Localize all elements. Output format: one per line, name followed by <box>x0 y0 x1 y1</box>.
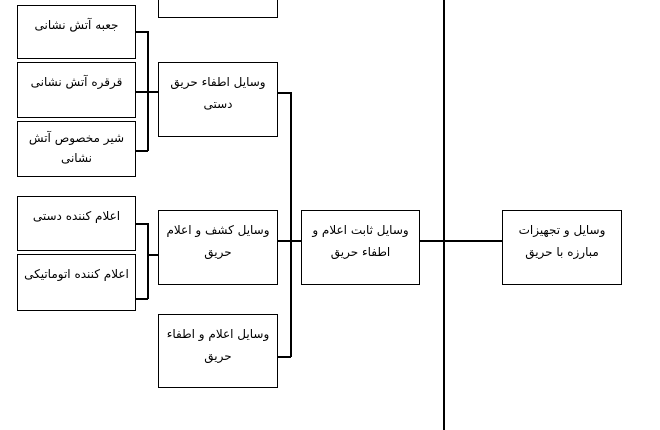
connector <box>290 92 292 357</box>
node-auto-alarm: اعلام کننده اتوماتیکی <box>17 254 136 311</box>
node-fixed: وسایل ثابت اعلام و اطفاء حریق <box>301 210 420 285</box>
top-box-partial <box>158 0 278 18</box>
node-detection: وسایل کشف و اعلام حریق <box>158 210 278 285</box>
connector <box>278 92 291 94</box>
node-fire-reel: قرقره آتش نشانی <box>17 62 136 118</box>
connector <box>147 254 158 256</box>
connector <box>136 150 148 152</box>
vertical-divider-line <box>443 0 445 430</box>
connector <box>278 240 301 242</box>
node-alarm-extinguish: وسایل اعلام و اطفاء حریق <box>158 314 278 388</box>
connector <box>136 298 148 300</box>
connector <box>147 223 149 299</box>
node-manual-extinguish: وسایل اطفاء حریق دستی <box>158 62 278 137</box>
connector <box>278 356 291 358</box>
node-root: وسایل و تجهیزات مبارزه با حریق <box>502 210 622 285</box>
connector <box>420 240 502 242</box>
connector <box>136 31 148 33</box>
node-manual-alarm: اعلام کننده دستی <box>17 196 136 251</box>
node-fire-valve: شیر مخصوص آتش نشانی <box>17 121 136 177</box>
connector <box>136 223 148 225</box>
node-fire-box: جعبه آتش نشانی <box>17 5 136 59</box>
connector <box>147 31 149 151</box>
